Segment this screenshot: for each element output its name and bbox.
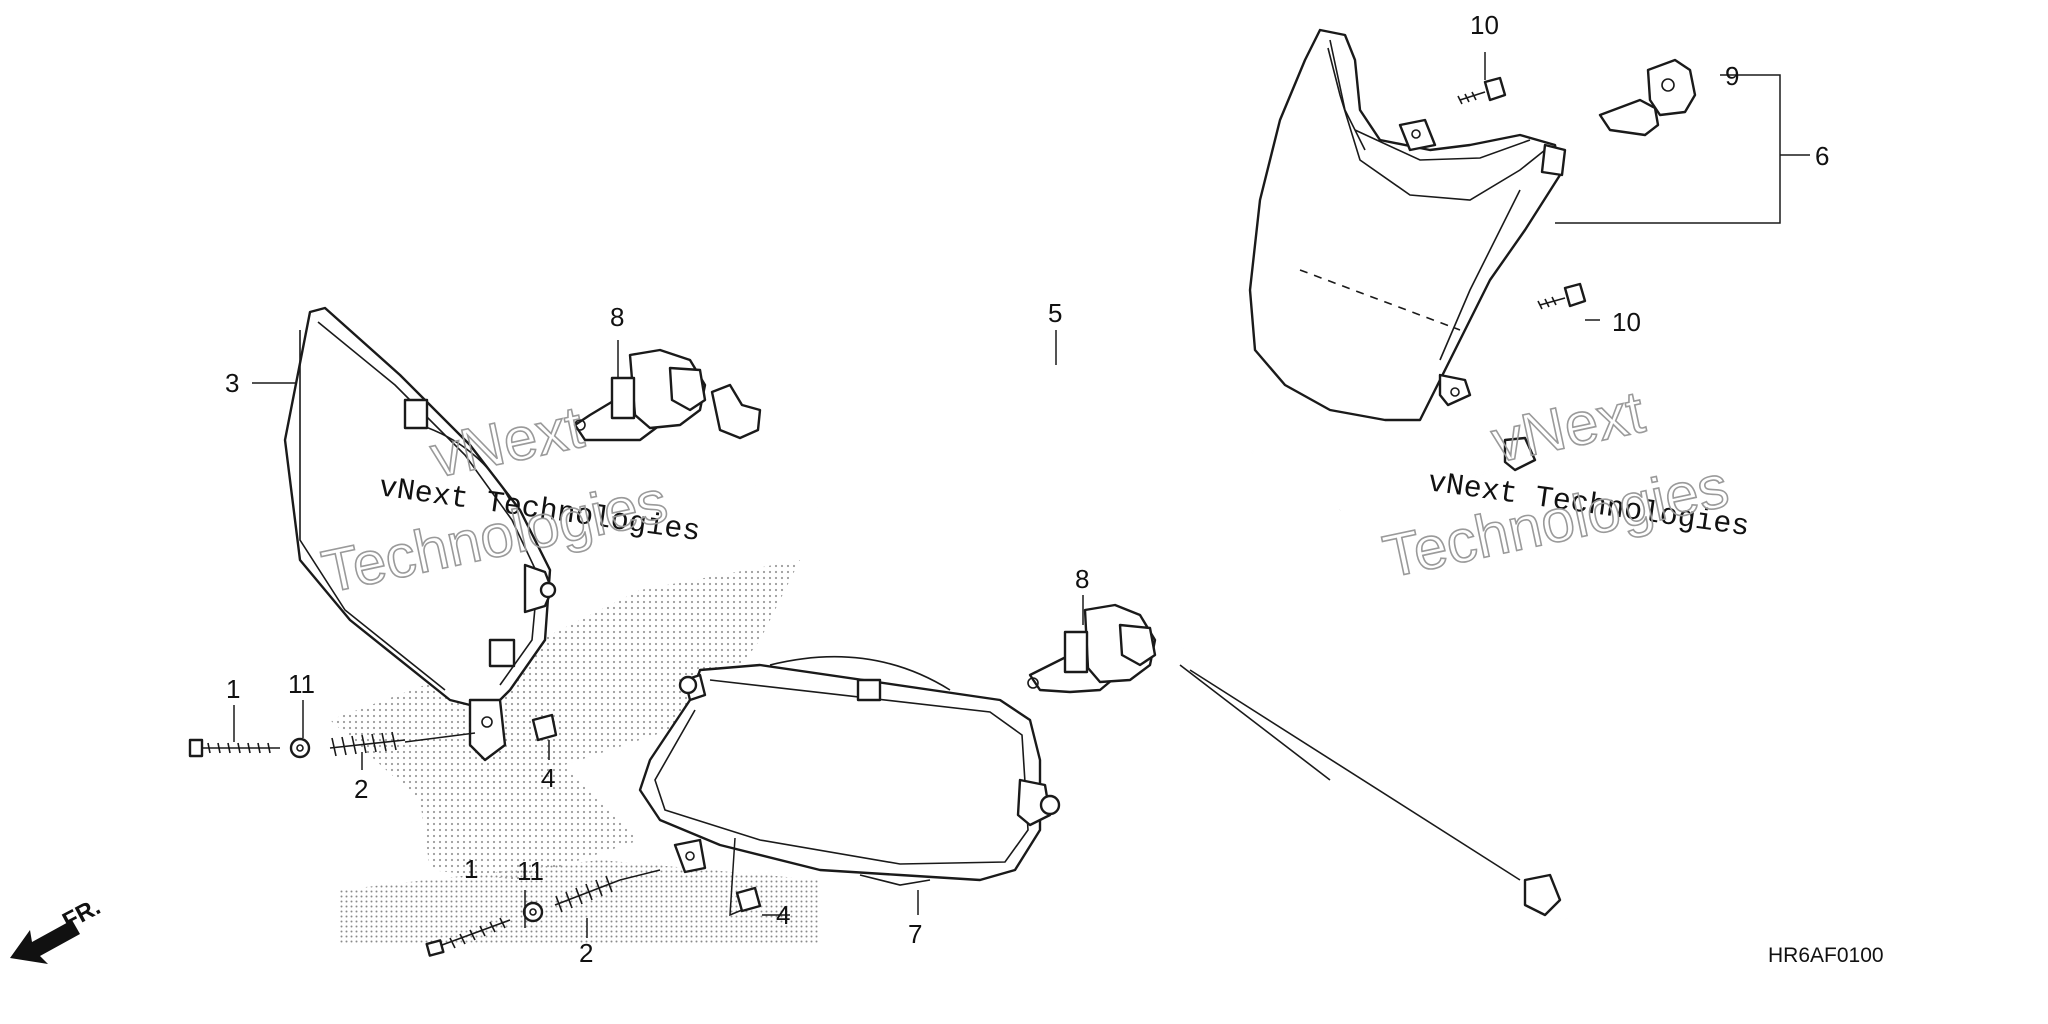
callout-2-lower: 2 <box>579 938 593 968</box>
headlight-lower <box>638 655 1061 886</box>
spring-lower <box>554 875 621 913</box>
callout-8-left: 8 <box>610 302 624 332</box>
callout-5: 5 <box>1048 298 1062 328</box>
callout-4-upper: 4 <box>541 763 555 793</box>
watermark-outline-right-line1: vNext <box>1486 378 1650 475</box>
callout-8-lower: 8 <box>1075 564 1089 594</box>
headlight-upper <box>1248 28 1567 422</box>
headlight-left <box>283 306 557 762</box>
stipple-shadow-mid <box>420 760 640 880</box>
diagram-code: HR6AF0100 <box>1768 944 1884 967</box>
wire-harness <box>710 352 1572 922</box>
bolt-upper <box>188 738 280 758</box>
bulb-small <box>1598 58 1697 137</box>
screw-top <box>1457 76 1507 105</box>
callout-1-upper: 1 <box>226 674 240 704</box>
callout-10-top: 10 <box>1470 10 1499 40</box>
clip-nut-upper <box>531 713 558 742</box>
leader-lines <box>233 52 1810 938</box>
bulb-lower <box>1027 603 1157 694</box>
screw-right <box>1537 282 1587 310</box>
clip-nut-lower <box>735 886 762 913</box>
callout-1-lower: 1 <box>464 854 478 884</box>
callout-4-lower: 4 <box>776 900 790 930</box>
washer-lower <box>522 901 544 923</box>
callout-6: 6 <box>1815 141 1829 171</box>
stipple-shadow <box>330 560 800 800</box>
stipple-shadow-lower <box>340 860 820 945</box>
bolt-lower <box>425 917 511 957</box>
callout-3: 3 <box>225 368 239 398</box>
watermark-outline-left-line1: vNext <box>425 393 589 490</box>
callout-9: 9 <box>1725 61 1739 91</box>
spring-upper <box>329 731 406 757</box>
washer-upper <box>289 737 311 759</box>
callout-7: 7 <box>908 919 922 949</box>
front-direction-arrow-icon: FR. <box>10 893 105 964</box>
callout-10-right: 10 <box>1612 307 1641 337</box>
bulb-left <box>573 348 707 442</box>
callout-11-lower: 11 <box>517 856 544 886</box>
callout-11-upper: 11 <box>288 669 315 699</box>
callout-2-upper: 2 <box>354 774 368 804</box>
